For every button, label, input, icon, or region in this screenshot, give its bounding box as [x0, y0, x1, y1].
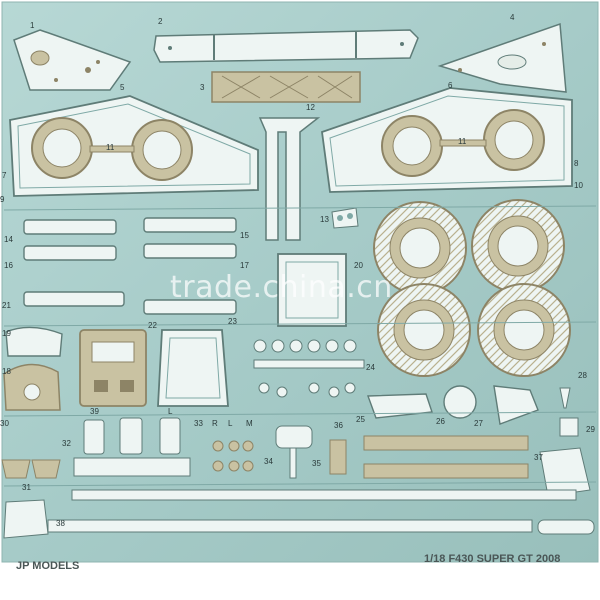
part-label: 2: [158, 17, 163, 26]
part-label: 33: [194, 419, 203, 428]
part-label: 15: [240, 231, 249, 240]
part-23-frame: [157, 329, 229, 407]
part-32-pedals: [73, 417, 191, 477]
part-label: 16: [4, 261, 13, 270]
brake-disc-bottom-left: [377, 283, 471, 377]
part-label: 1: [30, 21, 35, 30]
part-label: 38: [56, 519, 65, 528]
part-label: 25: [356, 415, 365, 424]
part-label: 30: [0, 419, 9, 428]
part-label: 28: [578, 371, 587, 380]
part-label: 13: [320, 215, 329, 224]
part-label: 37: [534, 453, 543, 462]
brake-disc-top-right: [471, 199, 565, 293]
part-label: 26: [436, 417, 445, 426]
part-label: 22: [148, 321, 157, 330]
part-36-wedge: [539, 447, 591, 497]
part-label: 17: [240, 261, 249, 270]
part-35-tab: [329, 439, 347, 475]
part-label: 21: [2, 301, 11, 310]
part-label: M: [246, 419, 253, 428]
part-31-brackets: [1, 459, 61, 479]
part-4-triangle: [437, 22, 567, 93]
part-29-clip: [559, 417, 579, 437]
part-label: 4: [510, 13, 515, 22]
part-6-right-panel: [321, 87, 573, 193]
part-label: 10: [574, 181, 583, 190]
part-1-triangle: [13, 29, 132, 91]
brake-disc-bottom-right: [477, 283, 571, 377]
part-34-key: [275, 425, 313, 479]
part-26-ring: [443, 385, 477, 419]
part-label: 34: [264, 457, 273, 466]
part-label: 31: [22, 483, 31, 492]
part-33-bolts: [212, 440, 254, 472]
part-label: 14: [4, 235, 13, 244]
part-28-pin: [559, 387, 571, 409]
part-label: R: [212, 419, 218, 428]
part-24-buckles: [253, 339, 365, 398]
part-25-bracket: [367, 393, 433, 419]
part-22-panel: [79, 329, 147, 407]
brand-label: JP MODELS: [16, 560, 80, 572]
part-18-vent: [3, 363, 61, 411]
part-label: 29: [586, 425, 595, 434]
part-37-mesh-strip: [363, 435, 529, 479]
part-39-long-strip: [3, 489, 595, 539]
part-13-clip: [331, 207, 359, 229]
part-19-shield: [5, 326, 63, 357]
part-label: 6: [448, 81, 453, 90]
part-label: 24: [366, 363, 375, 372]
part-label: 19: [2, 329, 11, 338]
part-label: L: [228, 419, 233, 428]
part-20-frame: [277, 253, 347, 327]
part-3-grille: [211, 71, 361, 103]
part-label: 11: [106, 143, 115, 152]
part-label: 35: [312, 459, 321, 468]
part-label: 12: [306, 103, 315, 112]
part-12-strut: [258, 117, 321, 241]
part-label: 39: [90, 407, 99, 416]
parts-14-17-strips: [23, 217, 237, 315]
part-label: 36: [334, 421, 343, 430]
part-label: 23: [228, 317, 237, 326]
part-label: 20: [354, 261, 363, 270]
part-label: 3: [200, 83, 205, 92]
part-label: L: [168, 407, 173, 416]
part-label: 8: [574, 159, 579, 168]
part-label: 18: [2, 367, 11, 376]
part-label: 27: [474, 419, 483, 428]
part-label: 11: [458, 137, 467, 146]
watermark: trade.china.cn: [170, 270, 393, 305]
part-label: 9: [0, 195, 5, 204]
sprue-lines: [3, 205, 597, 487]
kit-title: 1/18 F430 SUPER GT 2008: [424, 553, 561, 565]
part-5-left-panel: [9, 95, 259, 197]
part-27-shield: [493, 385, 539, 425]
part-2-bar: [153, 29, 419, 63]
part-label: 5: [120, 83, 125, 92]
part-label: 32: [62, 439, 71, 448]
part-label: 7: [2, 171, 7, 180]
